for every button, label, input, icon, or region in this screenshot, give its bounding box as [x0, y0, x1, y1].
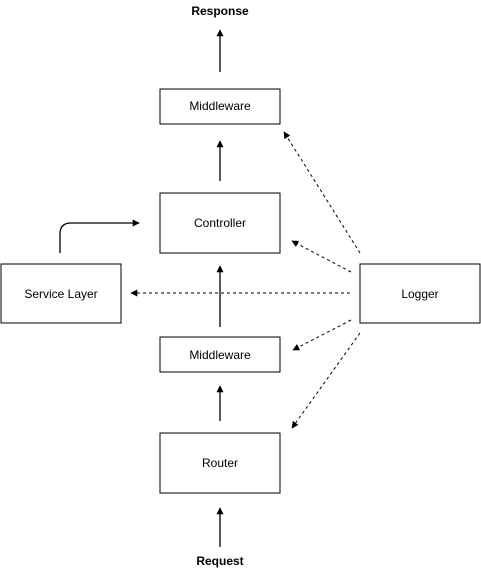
middleware-top-node: Middleware [159, 88, 281, 125]
arrow-service-to-controller [59, 219, 140, 253]
router-label: Router [202, 456, 238, 470]
logger-label: Logger [401, 287, 438, 301]
router-node: Router [159, 432, 281, 494]
controller-node: Controller [159, 192, 281, 254]
controller-label: Controller [194, 216, 246, 230]
dashed-logger-to-controller [291, 240, 352, 273]
middleware-top-label: Middleware [189, 99, 251, 113]
logger-node: Logger [359, 263, 481, 324]
dashed-logger-to-middleware-bottom [292, 319, 352, 351]
dashed-logger-to-middleware-top [283, 131, 361, 254]
service-layer-label: Service Layer [24, 287, 97, 301]
request-label: Request [196, 554, 243, 568]
response-label: Response [191, 4, 249, 18]
middleware-bottom-label: Middleware [189, 348, 251, 362]
middleware-bottom-node: Middleware [159, 336, 281, 373]
service-layer-node: Service Layer [0, 263, 122, 324]
dashed-logger-to-router [291, 332, 361, 429]
